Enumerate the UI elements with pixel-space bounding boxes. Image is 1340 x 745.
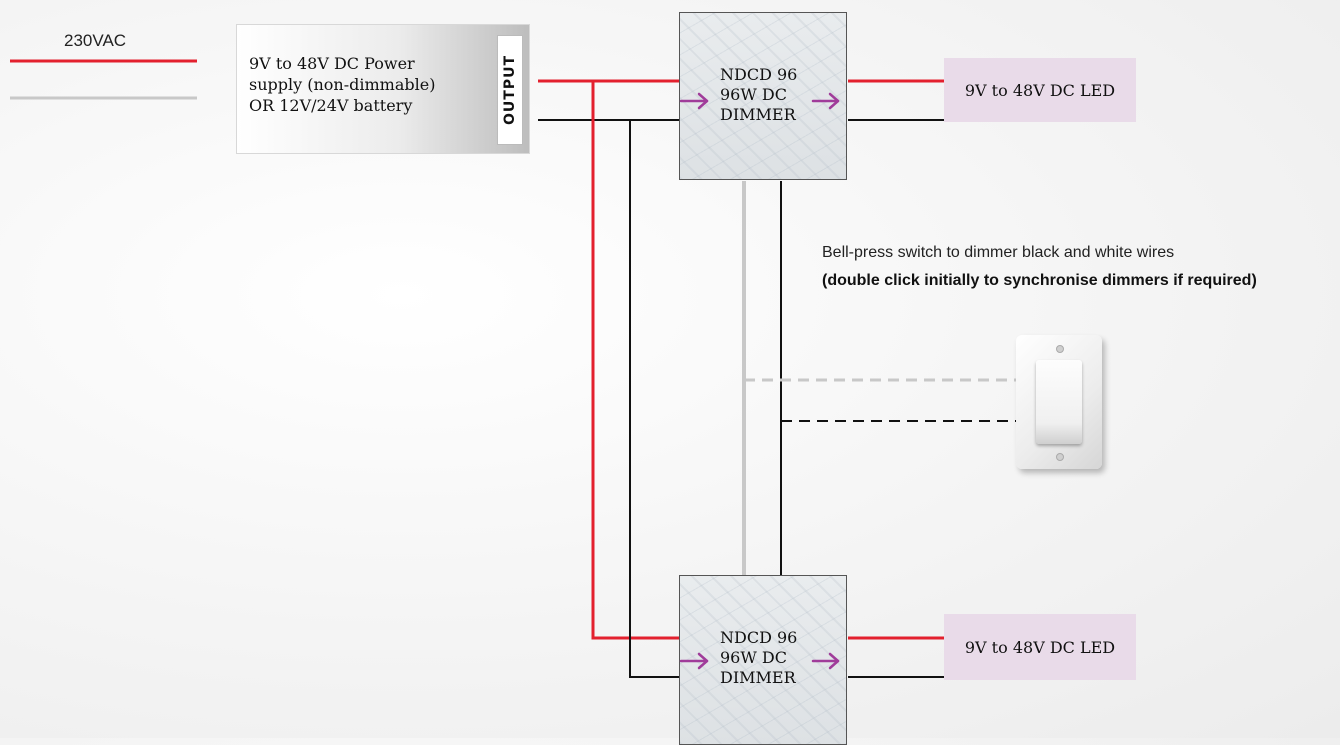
dimmer-1-rating: 96W DC	[720, 85, 787, 104]
switch-rocker	[1036, 360, 1082, 444]
switch-note-line1: Bell-press switch to dimmer black and wh…	[822, 244, 1175, 261]
switch-top-screw-icon	[1056, 345, 1064, 353]
dimmer-2-model: NDCD 96	[720, 628, 798, 647]
switch-bottom-screw-icon	[1056, 453, 1064, 461]
dimmer-2-output-arrow-icon	[811, 652, 840, 670]
branch-positive-wire	[591, 81, 680, 640]
psu-line1: 9V to 48V DC Power	[249, 54, 415, 73]
dimmer-1-output-arrow-icon	[811, 92, 840, 110]
psu-line2: supply (non-dimmable)	[249, 75, 436, 94]
legend-label: 230VAC	[64, 31, 127, 50]
dimmer-1: NDCD 96 96W DC DIMMER	[679, 12, 847, 180]
led-load-2-label: 9V to 48V DC LED	[964, 637, 1116, 657]
psu-line3: OR 12V/24V battery	[249, 96, 413, 115]
power-supply-box: 9V to 48V DC Power supply (non-dimmable)…	[236, 24, 530, 154]
dimmer-2-input-arrow-icon	[679, 652, 709, 670]
branch-negative-wire	[629, 120, 680, 678]
led-load-1: 9V to 48V DC LED	[944, 58, 1136, 122]
dimmer-1-model: NDCD 96	[720, 65, 798, 84]
dimmer-2-rating: 96W DC	[720, 648, 787, 667]
dimmer-1-input-arrow-icon	[679, 92, 709, 110]
bell-press-switch	[1016, 335, 1102, 469]
dimmer-1-type: DIMMER	[720, 105, 796, 124]
led-load-1-label: 9V to 48V DC LED	[964, 80, 1116, 100]
switch-note-line2: (double click initially to synchronise d…	[822, 272, 1257, 289]
output-terminal: OUTPUT	[497, 35, 523, 145]
power-supply-label: 9V to 48V DC Power supply (non-dimmable)…	[249, 53, 435, 116]
led-load-2: 9V to 48V DC LED	[944, 614, 1136, 680]
dimmer-2-type: DIMMER	[720, 668, 796, 687]
